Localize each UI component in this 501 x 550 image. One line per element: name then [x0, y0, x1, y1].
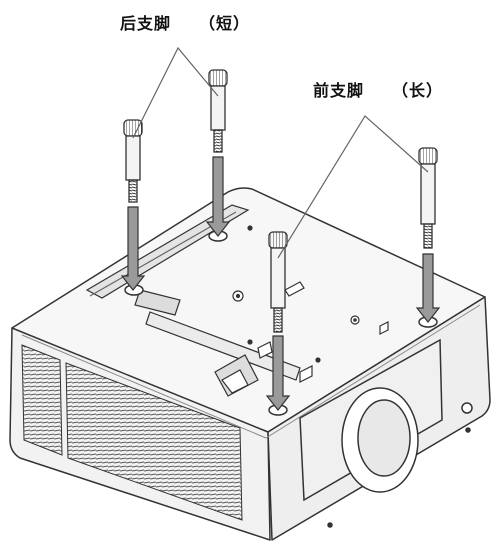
rear-foot-right	[208, 69, 228, 153]
insert-arrows	[120, 156, 441, 411]
front-feet-spec: （长）	[392, 81, 444, 100]
arrow-front-left	[265, 335, 291, 411]
leader-rear	[132, 46, 219, 139]
arrow-rear-right	[205, 156, 231, 237]
rear-feet-name: 后支脚	[120, 14, 172, 33]
foot-sockets	[124, 230, 438, 416]
underside-details	[85, 204, 389, 397]
leader-front	[277, 115, 429, 259]
leader-lines	[132, 46, 429, 259]
front-feet-label: 前支脚 （长）	[313, 77, 443, 101]
vent-grille	[21, 344, 243, 521]
rear-foot-left	[123, 119, 143, 203]
arrow-rear-left	[120, 206, 146, 291]
front-foot-left	[268, 231, 288, 333]
rear-feet-label: 后支脚 （短）	[120, 10, 250, 34]
front-feet-name: 前支脚	[313, 81, 365, 100]
rear-feet-spec: （短）	[199, 14, 251, 33]
arrow-front-right	[415, 253, 441, 323]
front-foot-right	[418, 147, 438, 249]
lens-panel	[299, 338, 473, 528]
